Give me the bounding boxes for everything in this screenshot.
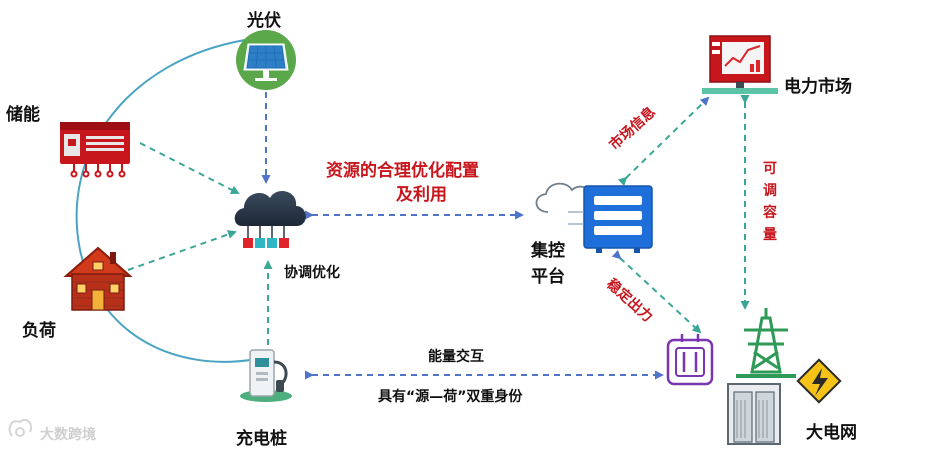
monitor-chart-icon: [702, 35, 778, 94]
substation-icon: [727, 383, 781, 445]
solar-panel-icon: [236, 30, 296, 90]
arrow-platform-market: [617, 96, 710, 187]
high-voltage-warning-icon: [796, 358, 842, 404]
transmission-tower-icon: [736, 308, 796, 378]
arrow-load-to-hub: [127, 230, 237, 271]
storage-label: 储能: [6, 105, 40, 125]
transformer-icon: [666, 334, 714, 386]
charger-label: 充电桩: [236, 429, 287, 449]
house-icon: [63, 246, 133, 311]
charging-pile-icon: [240, 349, 292, 402]
coord-label: 协调优化: [284, 265, 340, 281]
storage-cabinet-icon: [60, 122, 130, 178]
arrow-platform-transformer: [611, 249, 702, 334]
grid-label: 大电网: [806, 423, 857, 443]
pv-label: 光伏: [247, 11, 281, 31]
platform-label-line1: 集控: [531, 241, 565, 261]
cloud-hub-icon: [234, 191, 306, 248]
load-label: 负荷: [22, 321, 56, 341]
energy-exchange-label: 能量交互: [428, 349, 484, 365]
dual-identity-label: 具有“源—荷”双重身份: [378, 389, 523, 405]
server-icon: [535, 182, 653, 253]
resource-label-line2: 及利用: [396, 185, 447, 205]
resource-arc: [75, 39, 251, 363]
platform-label-line2: 平台: [531, 267, 565, 287]
resource-label-line1: 资源的合理优化配置: [326, 161, 479, 181]
market-label: 电力市场: [784, 77, 852, 97]
watermark-text: 大数跨境: [40, 427, 96, 443]
arrow-storage-to-hub: [139, 142, 240, 194]
adjustable-capacity-label: 可调容量: [763, 161, 777, 243]
watermark-logo-icon: [8, 418, 32, 437]
